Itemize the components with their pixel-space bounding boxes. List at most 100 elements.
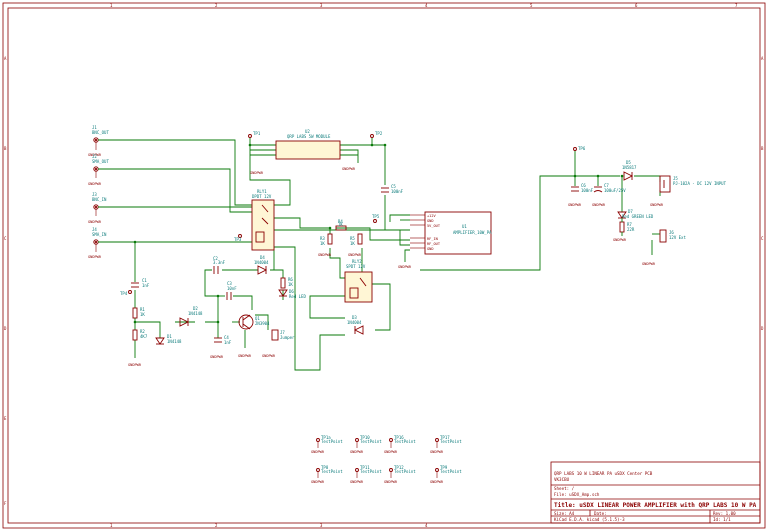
tb-author: VK3CBU — [554, 477, 570, 482]
jumper-j7[interactable]: J7 Jumper — [271, 329, 295, 341]
test-point-tp12[interactable]: TP12 TestPoint GNDPWR — [384, 465, 416, 484]
c6-gnd: GNDPWR — [568, 203, 582, 207]
u2-ref: U2 — [305, 129, 310, 134]
tb-id: Id: 1/1 — [713, 517, 731, 522]
connector-j3[interactable]: J3 BNC_IN GNDPWR — [88, 192, 107, 224]
resistor-r5[interactable]: R5 1K — [350, 233, 363, 246]
r2-value: 4K7 — [140, 334, 148, 339]
capacitor-c4[interactable]: C4 1nF — [214, 335, 232, 345]
test-point-tp17[interactable]: TP17 TestPoint GNDPWR — [430, 435, 462, 454]
diode-d1[interactable]: D1 1N4148 — [155, 334, 182, 345]
capacitor-c2[interactable]: C2 3.3nF — [213, 256, 226, 274]
capacitor-c6[interactable]: C6 100nF — [571, 183, 594, 193]
c4-gnd: GNDPWR — [210, 355, 224, 359]
test-point-tp9[interactable]: TP9 TestPoint GNDPWR — [430, 465, 462, 484]
led-d6[interactable]: D6 Red LED — [278, 289, 306, 299]
u1-pin-rfin: RF_IN — [427, 237, 438, 241]
tp-value: TestPoint — [394, 439, 416, 444]
led-d7[interactable]: D7 Red GREEN LED — [617, 209, 654, 219]
tp2-label: TP2 — [375, 131, 383, 136]
c4-value: 1nF — [224, 340, 232, 345]
connector-j4[interactable]: J4 SMA_IN GNDPWR — [88, 227, 107, 259]
j7-ref: J7 — [280, 330, 285, 335]
resistor-r3[interactable]: R3 1K — [320, 233, 333, 246]
diode-d5[interactable]: D5 1N5817 — [622, 160, 637, 181]
diode-d2[interactable]: D2 1N4148 — [179, 306, 203, 327]
capacitor-c5[interactable]: C5 100nF — [381, 184, 404, 194]
col-tick: 3 — [320, 523, 323, 528]
capacitor-c1[interactable]: C1 1nF — [131, 278, 150, 288]
r5-ref: R5 — [350, 236, 355, 241]
row-tick: C — [761, 236, 764, 241]
diode-d3[interactable]: D3 1N4004 — [347, 315, 364, 335]
tp-gnd: GNDPWR — [311, 480, 325, 484]
diode-d4[interactable]: D4 1N4004 — [254, 255, 269, 275]
row-tick: B — [4, 146, 7, 151]
c1-value: 1nF — [142, 283, 150, 288]
test-point-tp1a[interactable]: TP1a TestPoint GNDPWR — [311, 435, 343, 454]
relay-rly2[interactable]: RLY2 SPDT 12V — [344, 259, 373, 303]
module-u1[interactable]: U1 AMPLIFIER_10W_PA +12V GND 5V_OUT RF_I… — [372, 211, 492, 269]
d7-value: Red GREEN LED — [622, 214, 654, 219]
tp-value: TestPoint — [360, 469, 382, 474]
j5-ref: J5 — [673, 176, 678, 181]
r3-ref: R3 — [320, 236, 325, 241]
d3-ref: D3 — [352, 315, 357, 320]
tb-title: Title: uSDX LINEAR POWER AMPLIFIER with … — [554, 502, 757, 509]
test-point-tp4[interactable]: TP4 — [120, 290, 132, 297]
tp-ref: TP16 — [394, 435, 404, 440]
tb-header: QRP LABS 10 W LINEAR PA uSDX Center PCB — [554, 471, 653, 476]
relay-rly1[interactable]: RLY1 DPDT 12V TP3 — [234, 189, 275, 251]
j1-value: BNC_OUT — [92, 130, 109, 135]
tb-file: File: uSDX_Amp.sch — [554, 492, 600, 497]
q1-value: 2N3904 — [255, 321, 270, 326]
resistor-r4[interactable]: R4 1K — [335, 219, 347, 231]
connector-j2[interactable]: J2 SMA_OUT GNDPWR — [88, 154, 109, 186]
j6-gnd: GNDPWR — [642, 262, 656, 266]
connector-j1[interactable]: J1 BNC_OUT GNDPWR — [88, 125, 109, 157]
d4-ref: D4 — [260, 255, 265, 260]
tb-rev: Rev: 1.00 — [713, 511, 736, 516]
tp-ref: TP11 — [360, 465, 370, 470]
resistor-r1[interactable]: R1 1K — [132, 307, 145, 319]
frame-row-ticks: A B C D E F A B C D — [4, 56, 764, 506]
tb-size: Size: A4 — [554, 511, 575, 516]
c5-value: 100nF — [391, 189, 404, 194]
col-tick: 6 — [635, 3, 638, 8]
test-point-tp16[interactable]: TP16 TestPoint GNDPWR — [384, 435, 416, 454]
tp-gnd: GNDPWR — [350, 480, 364, 484]
u1-pin-12v: +12V — [427, 214, 436, 218]
resistor-r2[interactable]: R2 4K7 — [132, 329, 148, 341]
test-point-tp10[interactable]: TP10 TestPoint GNDPWR — [350, 435, 382, 454]
connector-j6[interactable]: J6 12V Ext — [659, 229, 686, 243]
col-tick: 1 — [110, 3, 113, 8]
col-tick: 2 — [215, 3, 218, 8]
capacitor-c7[interactable]: C7 100uF/25V — [593, 183, 626, 193]
transistor-q1[interactable]: Q1 2N3904 — [238, 314, 270, 330]
row-tick: E — [4, 416, 7, 421]
d2-value: 1N4148 — [188, 311, 203, 316]
test-point-tp6[interactable]: TP6 — [573, 146, 586, 151]
resistor-r6[interactable]: R6 1K — [280, 277, 293, 289]
tp5-label: TP5 — [372, 214, 380, 219]
j7-gnd: GNDPWR — [262, 354, 276, 358]
u1-pin-rfout: RF_OUT — [427, 242, 441, 246]
test-point-tp11[interactable]: TP11 TestPoint GNDPWR — [350, 465, 382, 484]
r2-ref: R2 — [140, 329, 145, 334]
tp-value: TestPoint — [360, 439, 382, 444]
j6-ref: J6 — [669, 230, 674, 235]
module-u2[interactable]: U2 QRP LABS 5W MODULE GNDPWR GNDPWR TP1 … — [248, 129, 383, 175]
col-tick: 3 — [320, 3, 323, 8]
r3-value: 1K — [320, 241, 325, 246]
tb-sheet: Sheet: / — [554, 486, 575, 491]
dc-jack-j5[interactable]: J5 PJ-102A - DC 12V INPUT — [659, 175, 727, 193]
capacitor-c3[interactable]: C3 10nF — [226, 281, 237, 300]
c1-ref: C1 — [142, 278, 147, 283]
rly1-value: DPDT 12V — [252, 194, 272, 199]
tp6-label: TP6 — [578, 146, 586, 151]
test-point-tp8[interactable]: TP8 TestPoint GNDPWR — [311, 465, 343, 484]
d6-value: Red LED — [289, 294, 306, 299]
resistor-r7[interactable]: R7 22R — [619, 218, 635, 236]
tp1-label: TP1 — [253, 131, 261, 136]
